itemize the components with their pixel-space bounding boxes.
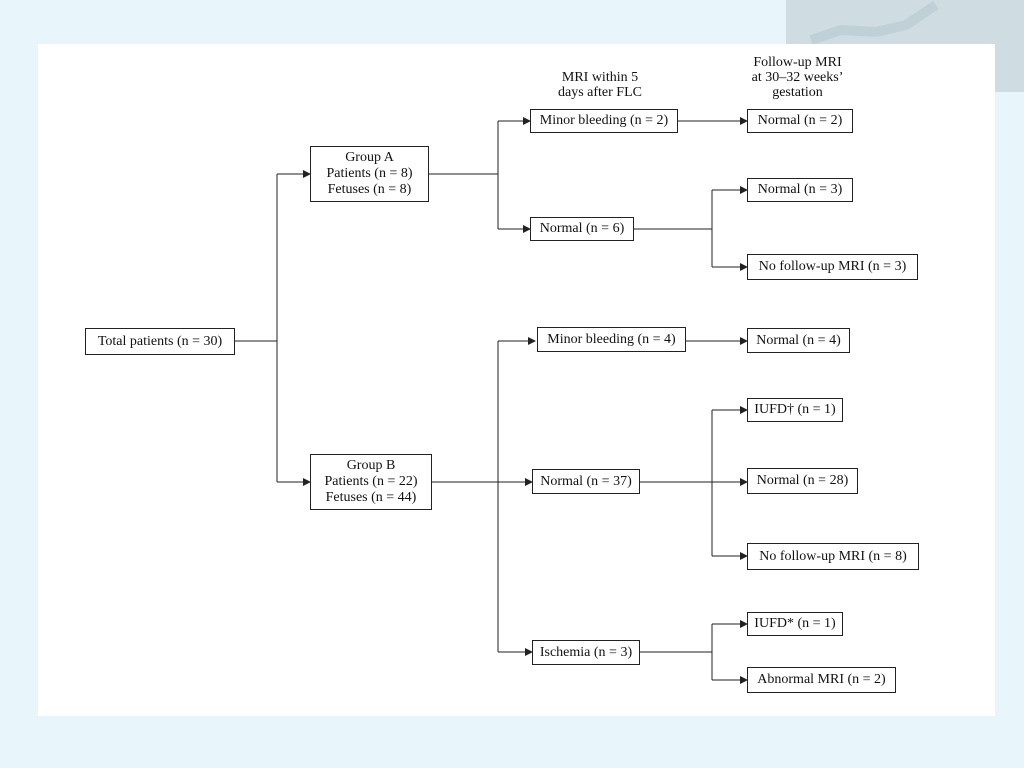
node-b-normal: Normal (n = 37) [532,469,640,494]
slide-panel [38,44,995,716]
node-b-minor-followup-normal: Normal (n = 4) [747,328,850,353]
node-b-minor-bleeding: Minor bleeding (n = 4) [537,327,686,352]
node-group-a: Group A Patients (n = 8) Fetuses (n = 8) [310,146,429,202]
node-b-no-follow-up: No follow-up MRI (n = 8) [747,543,919,570]
node-group-b: Group B Patients (n = 22) Fetuses (n = 4… [310,454,432,510]
node-a-minor-bleeding: Minor bleeding (n = 2) [530,109,678,133]
node-b-normal-followup-normal: Normal (n = 28) [747,468,858,494]
node-a-minor-followup-normal: Normal (n = 2) [747,109,853,133]
node-b-abnormal-mri: Abnormal MRI (n = 2) [747,667,896,693]
node-b-ischemia-iufd: IUFD* (n = 1) [747,612,843,636]
node-a-normal-followup-normal: Normal (n = 3) [747,178,853,202]
node-b-normal-iufd: IUFD† (n = 1) [747,398,843,422]
node-b-ischemia: Ischemia (n = 3) [532,640,640,665]
node-a-no-follow-up: No follow-up MRI (n = 3) [747,254,918,280]
node-total-patients: Total patients (n = 30) [85,328,235,355]
header-mri-within-5-days: MRI within 5 days after FLC [558,70,642,100]
header-follow-up-mri: Follow-up MRI at 30–32 weeks’ gestation [751,55,844,100]
node-a-normal: Normal (n = 6) [530,217,634,241]
